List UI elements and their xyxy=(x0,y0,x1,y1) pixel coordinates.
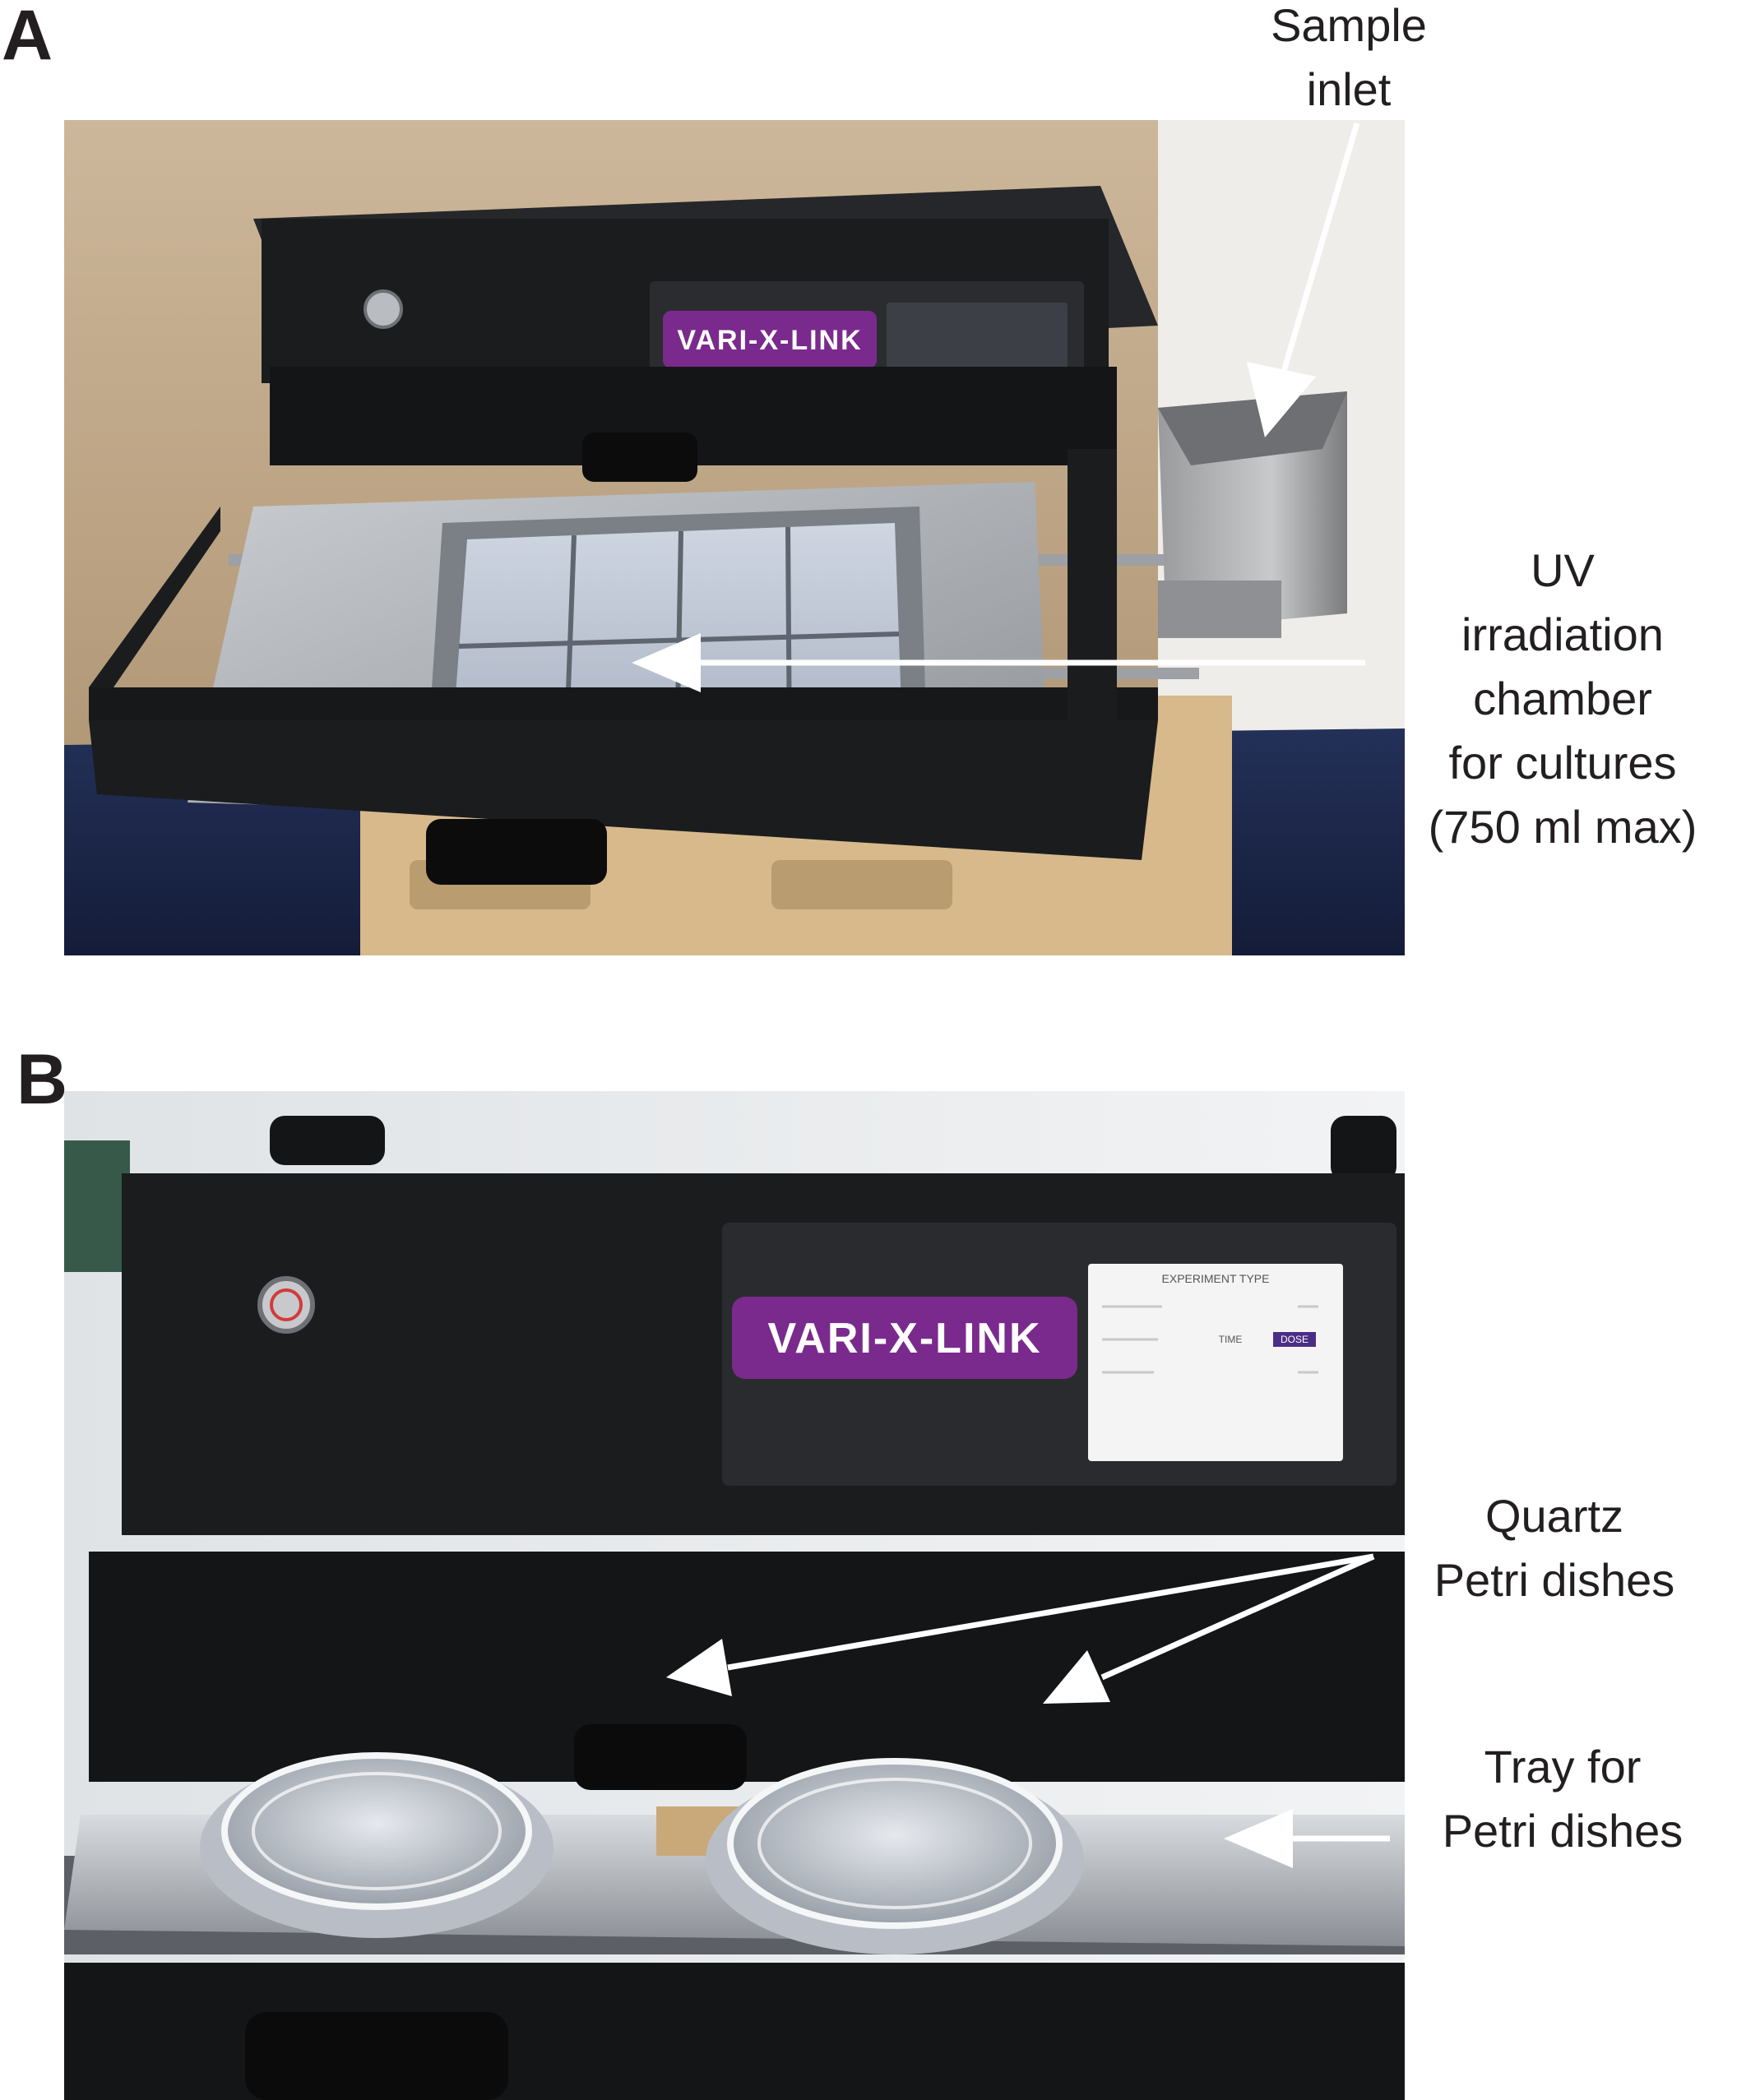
label-line: for cultures xyxy=(1448,737,1677,789)
photo-b-petri-dish-tray: VARI-X-LINK EXPERIMENT TYPE TIME DOSE xyxy=(64,1091,1405,2100)
brand-text-b: VARI-X-LINK xyxy=(767,1315,1041,1362)
label-line: irradiation xyxy=(1461,608,1664,660)
photo-a-uv-crosslinker-drawer: VARI-X-LINK xyxy=(64,120,1405,955)
photo-b-illustration: VARI-X-LINK EXPERIMENT TYPE TIME DOSE xyxy=(64,1091,1405,2100)
label-quartz-petri-dishes: Quartz Petri dishes xyxy=(1390,1484,1719,1612)
screen-time-option: TIME xyxy=(1219,1334,1243,1345)
label-tray-for-petri-dishes: Tray for Petri dishes xyxy=(1398,1735,1727,1863)
label-line: (750 ml max) xyxy=(1428,801,1697,853)
screen-dose-label: DOSE xyxy=(1281,1334,1308,1345)
label-line: Petri dishes xyxy=(1442,1805,1684,1857)
label-sample-inlet: Sample inlet xyxy=(1193,0,1505,122)
photo-a-illustration: VARI-X-LINK xyxy=(64,120,1405,955)
label-uv-irradiation-chamber: UV irradiation chamber for cultures (750… xyxy=(1398,539,1727,859)
label-line: Quartz xyxy=(1484,1490,1624,1542)
label-line: UV xyxy=(1531,544,1595,596)
label-line: Sample xyxy=(1271,0,1427,51)
touch-screen xyxy=(1088,1264,1343,1461)
brand-text-a: VARI-X-LINK xyxy=(677,325,862,356)
brand-badge-a xyxy=(663,311,877,368)
panel-letter-b: B xyxy=(16,1040,68,1119)
label-line: Petri dishes xyxy=(1433,1554,1675,1606)
label-line: chamber xyxy=(1473,673,1652,724)
label-line: inlet xyxy=(1306,63,1392,115)
brand-badge-b xyxy=(732,1297,1077,1379)
label-line: Tray for xyxy=(1484,1741,1642,1792)
screen-title: EXPERIMENT TYPE xyxy=(1162,1272,1270,1285)
panel-letter-a: A xyxy=(2,0,53,75)
screen-dose-option xyxy=(1273,1332,1316,1347)
